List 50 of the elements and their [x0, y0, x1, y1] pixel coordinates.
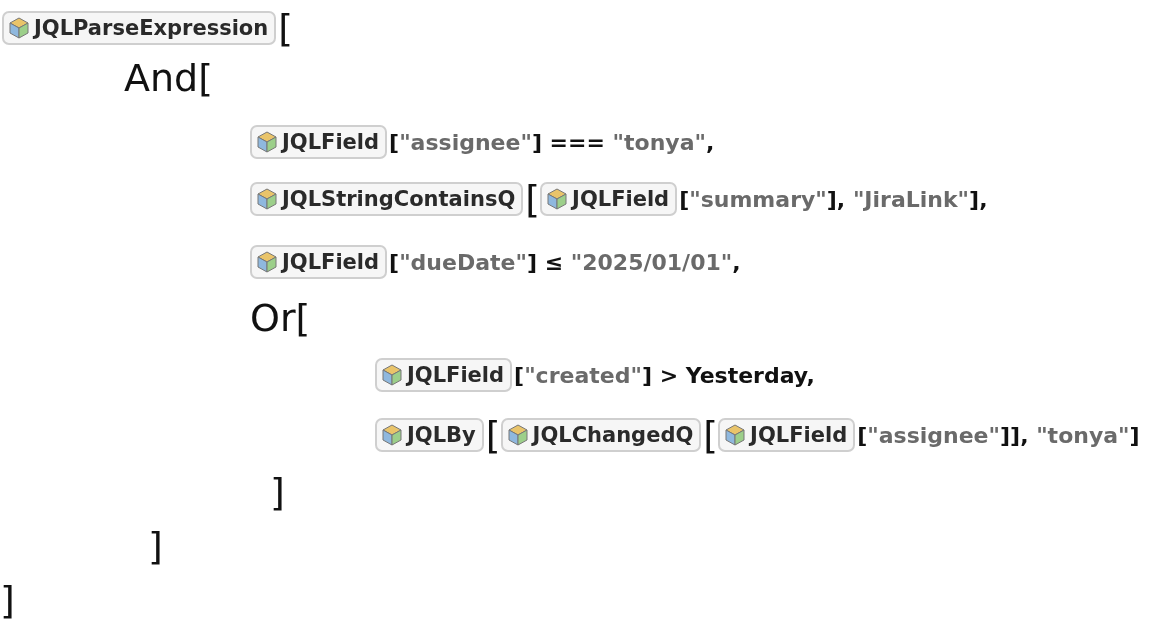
function-chip: [250, 125, 388, 159]
function-name: JQLField: [282, 250, 380, 274]
function-name: JQLStringContainsQ: [282, 187, 516, 211]
string-literal: "created": [524, 362, 642, 388]
string-literal: "JiraLink": [852, 186, 970, 212]
code-text: [: [389, 249, 400, 275]
function-name: JQLBy: [407, 423, 476, 447]
string-literal: "assignee": [867, 422, 1000, 448]
function-chip: [250, 182, 524, 216]
code-text: Or[: [250, 299, 311, 337]
code-text: ,: [732, 249, 741, 275]
function-chip: [250, 245, 388, 279]
code-text: ] ≤: [526, 249, 565, 275]
code-text: [: [278, 9, 294, 47]
function-name: JQLField: [750, 423, 848, 447]
code-text: ]: [270, 473, 285, 511]
code-text: ] > Yesterday,: [641, 362, 815, 388]
function-name: JQLChangedQ: [532, 423, 694, 447]
code-text: ] ===: [531, 129, 606, 155]
code-text: [: [679, 186, 690, 212]
function-chip: [718, 418, 856, 452]
string-literal: "summary": [689, 186, 827, 212]
function-name: JQLParseExpression: [34, 16, 269, 40]
string-literal: "2025/01/01": [570, 249, 733, 275]
string-literal: "dueDate": [399, 249, 527, 275]
code-text: ]: [0, 581, 15, 619]
string-literal: "tonya": [1036, 422, 1130, 448]
function-chip: [500, 418, 702, 452]
code-text: ]: [148, 527, 163, 565]
function-name: JQLField: [282, 130, 380, 154]
string-literal: "assignee": [399, 129, 532, 155]
function-chip: [375, 358, 513, 392]
function-name: JQLField: [407, 363, 505, 387]
function-chip: [540, 182, 678, 216]
function-chip: [375, 418, 484, 452]
code-text: And[: [124, 59, 214, 97]
code-text: [: [703, 416, 719, 454]
function-chip: [2, 11, 277, 45]
code-text: [: [857, 422, 868, 448]
string-literal: "tonya": [612, 129, 706, 155]
code-text: [: [514, 362, 525, 388]
code-text: ]: [1129, 422, 1140, 448]
function-name: JQLField: [572, 187, 670, 211]
code-text: [: [525, 180, 541, 218]
code-text: ,: [706, 129, 715, 155]
code-text: [: [485, 416, 501, 454]
code-text: [: [389, 129, 400, 155]
code-text: ],: [826, 186, 847, 212]
code-text: ]],: [1000, 422, 1030, 448]
code-text: ],: [969, 186, 988, 212]
